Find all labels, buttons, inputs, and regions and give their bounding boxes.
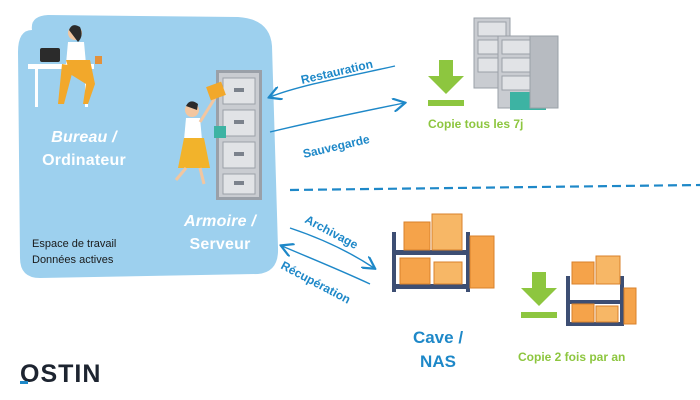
weekly-copy-label: Copie tous les 7j — [428, 117, 524, 131]
shelf-boxes-icon — [392, 213, 495, 292]
separator-line — [289, 183, 700, 192]
backup-cabinets-icon — [473, 17, 559, 110]
restauration-arrow — [270, 65, 396, 97]
armoire-title: Armoire / — [183, 213, 257, 230]
archivage-arrow — [289, 227, 374, 268]
person-with-folder-icon — [174, 81, 226, 185]
bureau-label: Bureau / Ordinateur — [24, 126, 144, 172]
armoire-label: Armoire / Serveur — [160, 210, 280, 256]
cave-title: Cave / — [412, 328, 464, 347]
archivage-label: Archivage — [303, 212, 361, 252]
download-icon — [428, 60, 464, 106]
recuperation-label: Récupération — [279, 258, 353, 306]
biannual-copy-label: Copie 2 fois par an — [518, 350, 626, 364]
cave-name: NAS — [420, 352, 456, 371]
armoire-name: Serveur — [189, 236, 251, 253]
person-at-desk-icon — [28, 25, 102, 107]
logo-mark: OSTIN — [20, 360, 101, 388]
bureau-title: Bureau / — [51, 129, 117, 146]
filing-cabinet-icon — [214, 70, 262, 200]
restauration-label: Restauration — [300, 57, 375, 87]
backup-shelf-icon — [566, 255, 637, 326]
workspace-note: Espace de travail Données actives — [32, 236, 116, 268]
logo-text: OSTIN — [20, 360, 101, 388]
workspace-note-line2: Données actives — [32, 254, 114, 266]
sauvegarde-arrow — [269, 103, 404, 133]
download-icon-bottom — [521, 272, 557, 318]
logo-icon: OSTIN — [18, 356, 102, 393]
cave-label: Cave / NAS — [388, 326, 488, 374]
sauvegarde-label: Sauvegarde — [302, 132, 372, 161]
recuperation-arrow — [282, 246, 371, 285]
workspace-note-line1: Espace de travail — [32, 238, 117, 250]
bureau-name: Ordinateur — [42, 152, 126, 169]
